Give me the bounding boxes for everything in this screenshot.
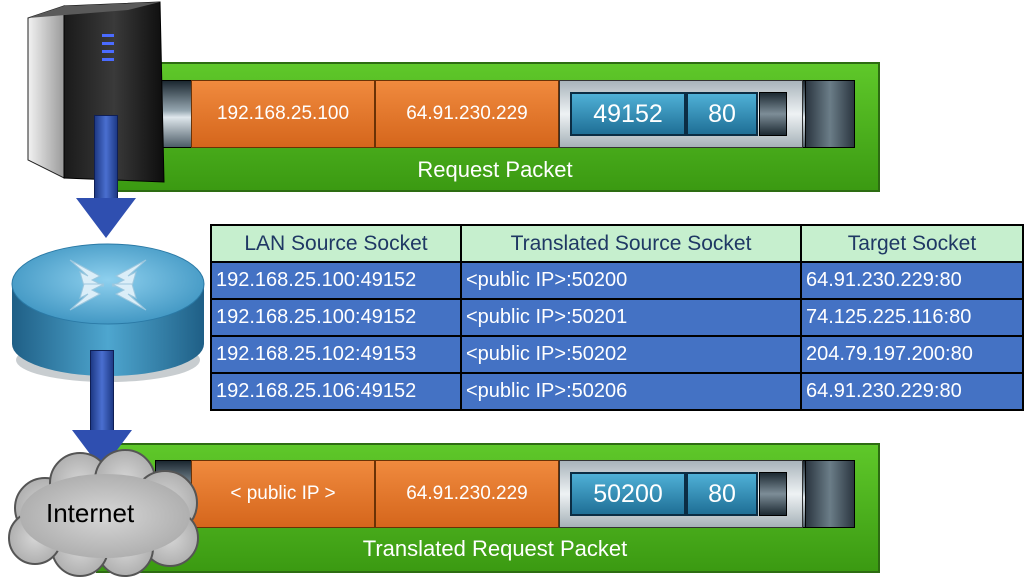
translated-port-stub bbox=[759, 472, 787, 516]
translated-source-ip: < public IP > bbox=[191, 460, 375, 528]
table-cell: 64.91.230.229:80 bbox=[800, 261, 1024, 300]
translated-packet-trailer bbox=[805, 460, 855, 528]
request-packet-trailer bbox=[805, 80, 855, 148]
request-packet-caption: Request Packet bbox=[417, 157, 573, 182]
translated-packet-caption: Translated Request Packet bbox=[362, 536, 628, 561]
column-header: Translated Source Socket bbox=[460, 224, 802, 263]
table-cell: 74.125.225.116:80 bbox=[800, 298, 1024, 337]
table-row: 192.168.25.106:49152 <public IP>:50206 6… bbox=[210, 372, 1024, 411]
translated-dest-ip: 64.91.230.229 bbox=[375, 460, 559, 528]
table-cell: 192.168.25.100:49152 bbox=[210, 261, 462, 300]
table-cell: <public IP>:50201 bbox=[460, 298, 802, 337]
table-cell: <public IP>:50202 bbox=[460, 335, 802, 374]
request-dest-port: 80 bbox=[686, 92, 758, 136]
cloud-icon bbox=[8, 449, 199, 577]
nat-translation-table: LAN Source Socket Translated Source Sock… bbox=[210, 224, 1024, 411]
table-row: 192.168.25.100:49152 <public IP>:50200 6… bbox=[210, 261, 1024, 300]
server-icon bbox=[27, 1, 165, 183]
arrow-shaft-lower bbox=[90, 350, 114, 435]
table-cell: 192.168.25.106:49152 bbox=[210, 372, 462, 411]
table-cell: <public IP>:50206 bbox=[460, 372, 802, 411]
request-dest-ip: 64.91.230.229 bbox=[375, 80, 559, 148]
column-header: Target Socket bbox=[800, 224, 1024, 263]
table-row: 192.168.25.100:49152 <public IP>:50201 7… bbox=[210, 298, 1024, 337]
table-cell: 192.168.25.102:49153 bbox=[210, 335, 462, 374]
internet-label: Internet bbox=[46, 498, 135, 528]
table-cell: 64.91.230.229:80 bbox=[800, 372, 1024, 411]
table-cell: <public IP>:50200 bbox=[460, 261, 802, 300]
request-port-stub bbox=[759, 92, 787, 136]
table-cell: 192.168.25.100:49152 bbox=[210, 298, 462, 337]
arrow-down-icon bbox=[76, 198, 136, 238]
table-row: 192.168.25.102:49153 <public IP>:50202 2… bbox=[210, 335, 1024, 374]
table-cell: 204.79.197.200:80 bbox=[800, 335, 1024, 374]
router-icon bbox=[11, 243, 205, 382]
request-source-ip: 192.168.25.100 bbox=[191, 80, 375, 148]
arrow-shaft-upper bbox=[94, 115, 118, 200]
request-source-port: 49152 bbox=[570, 92, 686, 136]
table-header-row: LAN Source Socket Translated Source Sock… bbox=[210, 224, 1024, 263]
translated-dest-port: 80 bbox=[686, 472, 758, 516]
translated-source-port: 50200 bbox=[570, 472, 686, 516]
column-header: LAN Source Socket bbox=[210, 224, 462, 263]
